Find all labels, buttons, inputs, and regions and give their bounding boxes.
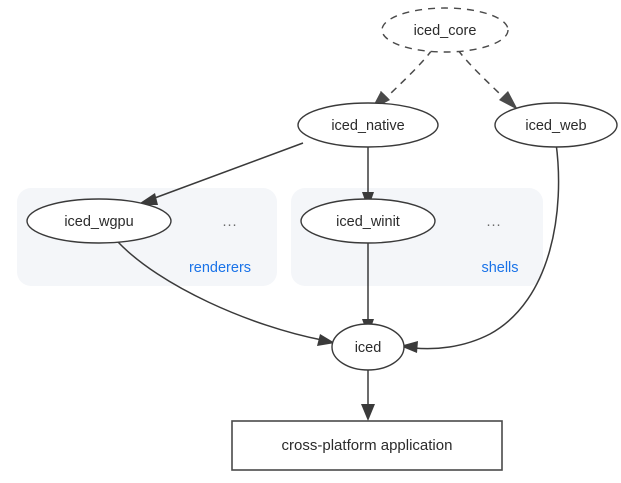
node-iced[interactable]: iced xyxy=(331,323,405,371)
cluster-renderers-more: ... xyxy=(222,214,237,230)
cluster-shells-label: shells xyxy=(481,260,518,276)
arrowhead-fill xyxy=(400,341,418,353)
node-iced-shape[interactable] xyxy=(331,323,405,371)
edge-iced-wgpu-to-iced xyxy=(117,241,335,346)
node-iced-web-label: iced_web xyxy=(525,118,586,134)
node-iced-web[interactable]: iced_web xyxy=(494,102,618,148)
arrowhead-fill xyxy=(137,193,158,205)
node-iced-native-label: iced_native xyxy=(331,118,404,134)
node-iced-wgpu[interactable]: iced_wgpu xyxy=(26,198,172,244)
edge-path xyxy=(151,142,304,200)
cluster-renderers-label: renderers xyxy=(189,260,251,276)
edge-iced-to-application xyxy=(361,370,375,421)
node-iced-web-shape[interactable] xyxy=(494,102,618,148)
node-cross-platform-application[interactable]: cross-platform application xyxy=(231,420,503,471)
edge-iced-native-to-iced-wgpu xyxy=(137,142,304,205)
arrowhead-fill xyxy=(499,91,518,110)
node-iced-wgpu-shape[interactable] xyxy=(26,198,172,244)
edge-iced-core-to-iced-web xyxy=(457,49,518,110)
edge-path xyxy=(384,49,433,100)
node-iced-label: iced xyxy=(355,340,382,356)
node-iced-native[interactable]: iced_native xyxy=(297,102,439,148)
cluster-shells-more: ... xyxy=(486,214,501,230)
node-iced-wgpu-label: iced_wgpu xyxy=(64,214,133,230)
edge-iced-core-to-iced-native xyxy=(371,49,433,110)
node-iced-winit-shape[interactable] xyxy=(300,198,436,244)
edge-path xyxy=(117,241,323,341)
node-iced-core-shape[interactable] xyxy=(381,7,509,53)
node-iced-winit-label: iced_winit xyxy=(336,214,400,230)
arrowhead-fill xyxy=(317,334,335,346)
arrowhead-fill xyxy=(361,404,375,421)
node-iced-winit[interactable]: iced_winit xyxy=(300,198,436,244)
edge-iced-web-to-iced xyxy=(400,142,560,353)
node-iced-core[interactable]: iced_core xyxy=(381,7,509,53)
edge-path xyxy=(457,49,506,100)
node-iced-core-label: iced_core xyxy=(414,23,477,39)
node-application-shape[interactable] xyxy=(231,420,503,471)
edge-path xyxy=(413,142,560,350)
node-application-label: cross-platform application xyxy=(282,437,453,454)
node-iced-native-shape[interactable] xyxy=(297,102,439,148)
